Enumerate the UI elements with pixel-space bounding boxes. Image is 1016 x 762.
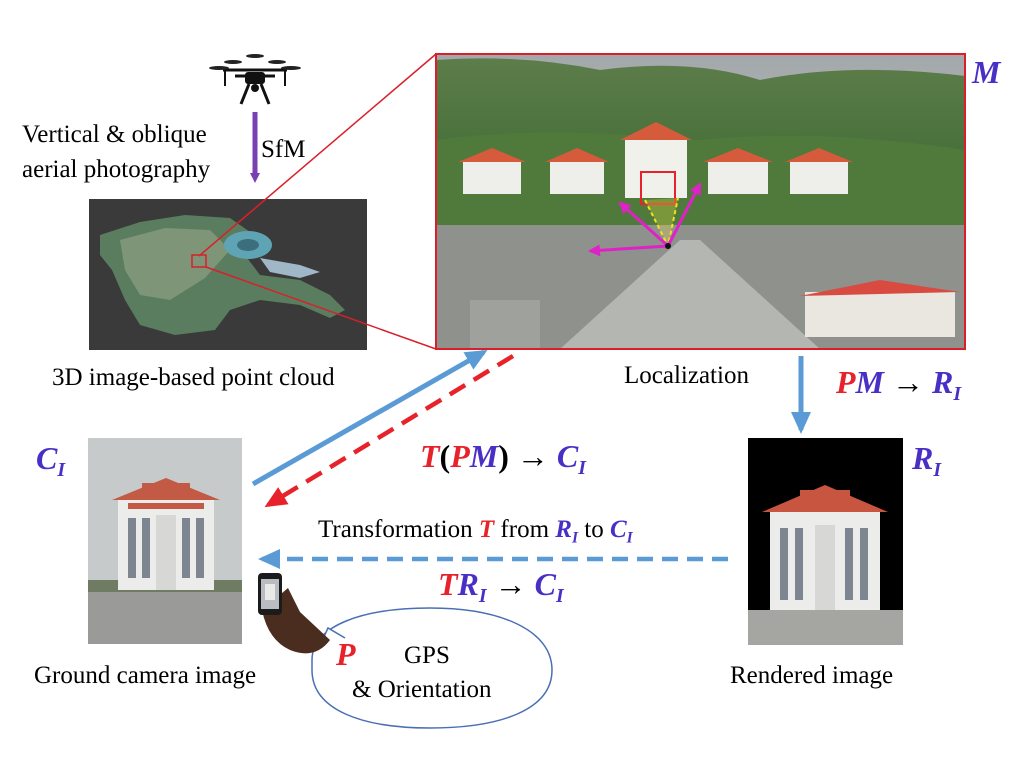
- selection-box: [191, 254, 207, 268]
- c-i-symbol: CI: [36, 440, 66, 481]
- gps-bubble: [311, 607, 553, 729]
- aerial-photography-label-2: aerial photography: [22, 156, 211, 183]
- transform-pm-arrow: [264, 354, 515, 508]
- aerial-image-frame: [435, 53, 966, 350]
- rendered-image-label: Rendered image: [730, 662, 894, 689]
- phone-in-hand-icon: [258, 573, 330, 654]
- orientation-label: & Orientation: [352, 676, 492, 703]
- p-symbol: P: [336, 636, 356, 672]
- ground-image-label: Ground camera image: [34, 662, 257, 689]
- point-cloud-label: 3D image-based point cloud: [52, 364, 335, 391]
- localization-label: Localization: [624, 362, 749, 389]
- localization-query-arrow: [251, 349, 488, 487]
- t-pm-to-ci-formula: T(PM) → CI: [420, 438, 586, 479]
- t-ri-to-ci-formula: TRI → CI: [438, 566, 564, 607]
- gps-label: GPS: [404, 642, 450, 669]
- aerial-image-m: [436, 54, 965, 349]
- orientation-arrows: [588, 182, 702, 257]
- pm-to-ri-formula: PM → RI: [836, 364, 962, 405]
- rendered-image: [748, 438, 903, 645]
- drone-icon: [209, 54, 301, 105]
- r-i-symbol: RI: [912, 440, 942, 481]
- sfm-label: SfM: [261, 136, 306, 163]
- aerial-photography-label-1: Vertical & oblique: [22, 121, 207, 148]
- m-symbol: M: [972, 54, 1001, 90]
- transformation-label: Transformation T from RI to CI: [318, 516, 633, 547]
- ground-camera-image: [88, 438, 242, 644]
